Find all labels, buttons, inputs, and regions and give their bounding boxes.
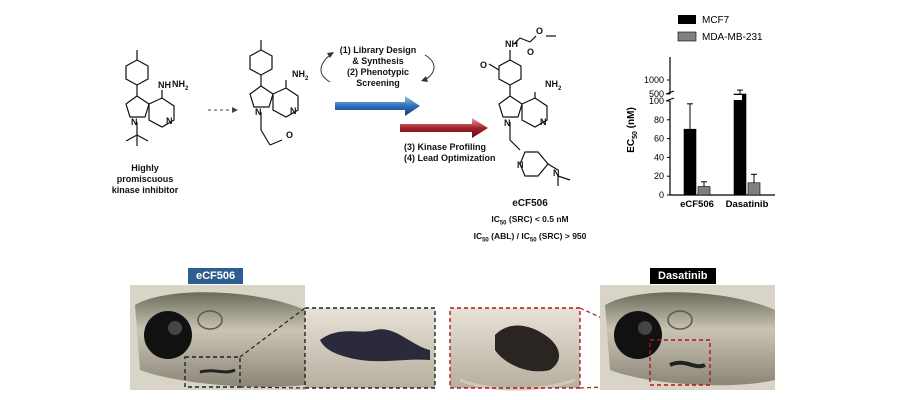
bar-ecf506-mda-mb-231 <box>697 186 711 196</box>
bar-dasatinib-mda-mb-231 <box>747 182 761 196</box>
right-fish-eye <box>614 311 662 359</box>
svg-text:N: N <box>255 107 262 117</box>
svg-text:N: N <box>540 117 547 127</box>
synthesis-scheme: NH N N O N N <box>125 26 571 186</box>
svg-text:N: N <box>131 117 138 127</box>
y-tick-label: 40 <box>654 152 664 162</box>
svg-text:O: O <box>527 47 534 57</box>
axis-break-gap <box>720 95 742 100</box>
starting-compound-caption: Highly promiscuous kinase inhibitor <box>111 163 179 195</box>
legend-label-mcf7: MCF7 <box>702 15 730 26</box>
product-name: eCF506 <box>512 198 548 209</box>
ic50-values: IC50 (SRC) < 0.5 nM IC50 (ABL) / IC50 (S… <box>473 214 587 244</box>
left-zoom-region <box>184 356 241 388</box>
svg-text:O: O <box>536 26 543 36</box>
legend-swatch-mda <box>677 31 697 42</box>
svg-text:NH: NH <box>505 39 518 49</box>
blue-process-arrow <box>335 96 420 116</box>
svg-text:N: N <box>166 116 173 126</box>
svg-text:O: O <box>480 60 487 70</box>
y-tick-label: 100 <box>649 96 664 106</box>
svg-text:O: O <box>286 130 293 140</box>
legend-swatch-mcf7 <box>678 15 696 24</box>
x-tick-ecf506: eCF506 <box>680 199 714 210</box>
svg-text:N: N <box>504 118 511 128</box>
svg-text:N: N <box>517 160 524 170</box>
y-tick-label: 80 <box>654 115 664 125</box>
steps-top: (1) Library Design & Synthesis (2) Pheno… <box>339 45 417 88</box>
right-zoom-region <box>649 339 711 386</box>
y-tick-label: 60 <box>654 134 664 144</box>
starting-compound-structure <box>125 50 175 146</box>
y-tick-label: 20 <box>654 171 664 181</box>
dasatinib-photo-label: Dasatinib <box>650 268 716 284</box>
nh2-label-1: NH2 <box>172 79 189 92</box>
left-fish-eye <box>144 311 192 359</box>
svg-text:N: N <box>290 106 297 116</box>
y-tick-label: 0 <box>659 190 664 200</box>
cycle-arrow-right <box>424 54 435 81</box>
ecf506-photo-label: eCF506 <box>188 268 244 284</box>
zebrafish-photos <box>130 285 775 391</box>
bar-ecf506-mcf7 <box>683 128 697 196</box>
bar-dasatinib-mcf7 <box>733 93 747 196</box>
svg-text:N: N <box>553 168 560 178</box>
cycle-arrow-left <box>320 54 331 83</box>
y-axis-label: EC50 (nM) <box>626 107 639 153</box>
amine-label: NH <box>158 80 171 90</box>
x-tick-dasatinib: Dasatinib <box>726 199 769 210</box>
y-tick-label: 1000 <box>644 75 664 85</box>
aldehyde-intermediate-structure <box>249 40 299 146</box>
red-process-arrow <box>400 118 488 138</box>
nh2-label-3: NH2 <box>545 79 562 92</box>
y-tick-label: 500 <box>649 89 664 99</box>
legend-label-mda: MDA-MB-231 <box>702 32 763 43</box>
steps-bottom: (3) Kinase Profiling (4) Lead Optimizati… <box>404 142 496 163</box>
nh2-label-2: NH2 <box>292 69 309 82</box>
ecf506-structure <box>488 35 571 186</box>
